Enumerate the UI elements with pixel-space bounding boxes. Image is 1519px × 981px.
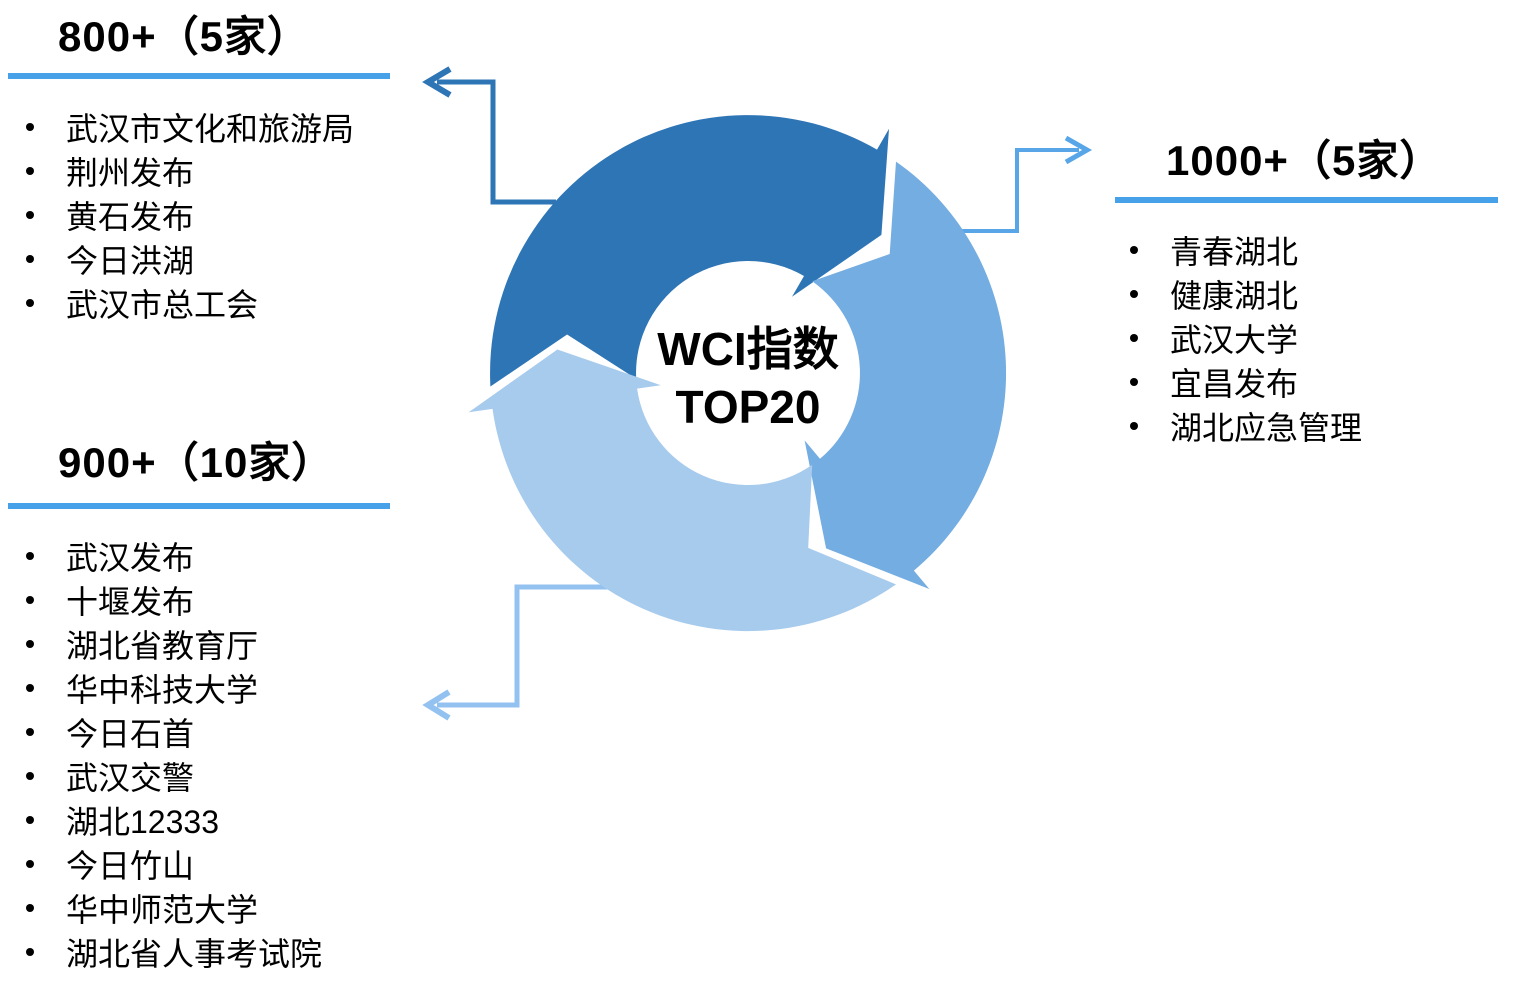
account-name: 武汉大学: [1170, 322, 1299, 358]
list-item: 湖北省人事考试院: [22, 930, 322, 974]
list-item: 湖北应急管理: [1126, 404, 1362, 448]
account-name: 湖北12333: [66, 804, 219, 840]
bullet-icon: [26, 860, 34, 868]
group-800-title: 800+（5家）: [58, 13, 310, 60]
account-name: 武汉市文化和旅游局: [66, 111, 355, 147]
group-900-underline: [8, 503, 390, 509]
cycle-segment-900-arrow: [468, 349, 896, 632]
bullet-icon: [1130, 334, 1138, 342]
account-name: 武汉发布: [66, 540, 195, 576]
list-item: 今日洪湖: [22, 237, 354, 281]
bullet-icon: [26, 167, 34, 175]
account-name: 湖北应急管理: [1170, 410, 1363, 446]
list-item: 武汉发布: [22, 534, 322, 578]
bullet-icon: [26, 904, 34, 912]
list-item: 武汉交警: [22, 754, 322, 798]
account-name: 湖北省人事考试院: [66, 936, 323, 972]
account-name: 健康湖北: [1170, 278, 1299, 314]
connector-1000-arrow-right-icon: [1064, 135, 1093, 165]
cycle-segment-800-arrow: [490, 115, 889, 387]
bullet-icon: [26, 728, 34, 736]
list-item: 健康湖北: [1126, 272, 1362, 316]
list-item: 武汉市总工会: [22, 281, 354, 325]
connector-900-arrow-left-icon: [422, 689, 451, 721]
cycle-center-label: WCI指数 TOP20: [588, 320, 908, 436]
list-item: 今日石首: [22, 710, 322, 754]
list-item: 华中师范大学: [22, 886, 322, 930]
bullet-icon: [1130, 422, 1138, 430]
list-item: 华中科技大学: [22, 666, 322, 710]
account-name: 十堰发布: [66, 584, 195, 620]
bullet-icon: [1130, 378, 1138, 386]
list-item: 今日竹山: [22, 842, 322, 886]
bullet-icon: [26, 596, 34, 604]
bullet-icon: [1130, 290, 1138, 298]
account-name: 今日石首: [66, 716, 195, 752]
account-name: 今日竹山: [66, 848, 195, 884]
list-item: 湖北12333: [22, 798, 322, 842]
group-800-underline: [8, 73, 390, 79]
account-name: 荆州发布: [66, 155, 195, 191]
bullet-icon: [26, 816, 34, 824]
list-item: 青春湖北: [1126, 228, 1362, 272]
group-900-list: 武汉发布 十堰发布 湖北省教育厅 华中科技大学 今日石首 武汉交警 湖北1233…: [22, 534, 322, 974]
account-name: 青春湖北: [1170, 234, 1299, 270]
cycle-segment-1000-arrow: [804, 161, 1007, 589]
list-item: 武汉市文化和旅游局: [22, 105, 354, 149]
bullet-icon: [26, 299, 34, 307]
bullet-icon: [26, 255, 34, 263]
group-800-list: 武汉市文化和旅游局 荆州发布 黄石发布 今日洪湖 武汉市总工会: [22, 105, 354, 325]
bullet-icon: [26, 211, 34, 219]
bullet-icon: [26, 684, 34, 692]
list-item: 湖北省教育厅: [22, 622, 322, 666]
bullet-icon: [26, 552, 34, 560]
cycle-center-line1: WCI指数: [657, 323, 839, 375]
group-900-title: 900+（10家）: [58, 439, 335, 486]
bullet-icon: [26, 640, 34, 648]
group-1000-underline: [1115, 197, 1498, 203]
bullet-icon: [26, 772, 34, 780]
bullet-icon: [26, 123, 34, 131]
account-name: 武汉市总工会: [66, 287, 259, 323]
list-item: 十堰发布: [22, 578, 322, 622]
connector-800-arrow-left-icon: [422, 66, 452, 98]
account-name: 武汉交警: [66, 760, 195, 796]
account-name: 宜昌发布: [1170, 366, 1299, 402]
account-name: 今日洪湖: [66, 243, 195, 279]
connector-1000-line: [947, 148, 1079, 233]
list-item: 武汉大学: [1126, 316, 1362, 360]
list-item: 荆州发布: [22, 149, 354, 193]
group-1000-title: 1000+（5家）: [1166, 137, 1443, 184]
bullet-icon: [26, 948, 34, 956]
group-1000-list: 青春湖北 健康湖北 武汉大学 宜昌发布 湖北应急管理: [1126, 228, 1362, 448]
connector-900-line: [437, 584, 610, 708]
list-item: 黄石发布: [22, 193, 354, 237]
bullet-icon: [1130, 246, 1138, 254]
connector-800-line: [437, 79, 556, 205]
account-name: 华中师范大学: [66, 892, 259, 928]
cycle-center-line2: TOP20: [675, 381, 821, 433]
account-name: 黄石发布: [66, 199, 195, 235]
account-name: 华中科技大学: [66, 672, 259, 708]
list-item: 宜昌发布: [1126, 360, 1362, 404]
account-name: 湖北省教育厅: [66, 628, 259, 664]
